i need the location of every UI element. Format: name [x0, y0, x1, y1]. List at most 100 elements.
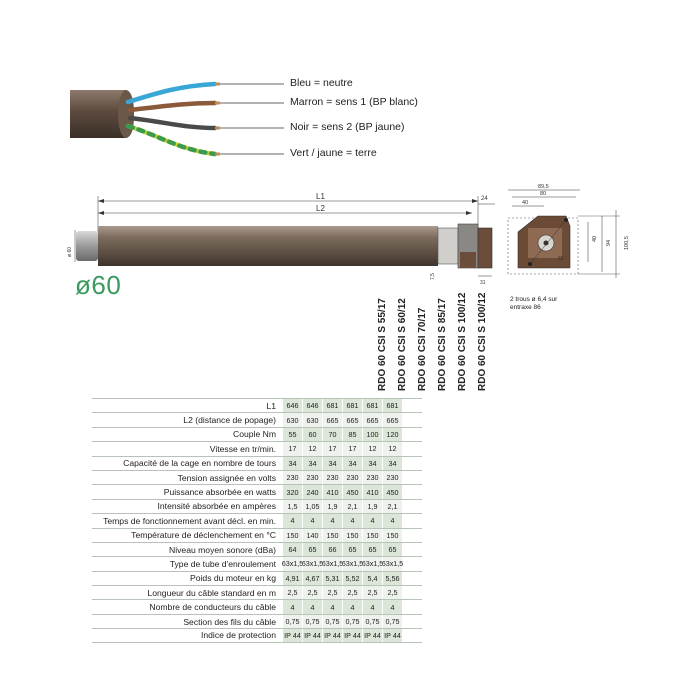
table-cell: 63x1,5	[322, 557, 343, 571]
table-cell: 2,5	[342, 586, 362, 600]
table-cell: 150	[362, 528, 382, 542]
dim-80: 80	[540, 191, 546, 197]
holes-note: 2 trous ø 6,4 sur entraxe 86	[510, 296, 558, 311]
dim-89-5: 89,5	[538, 184, 549, 190]
table-cell: IP 44	[322, 629, 342, 642]
table-cell: 665	[382, 413, 402, 427]
model-header: RDO 60 CSI S 100/12	[477, 292, 488, 391]
table-cell: 34	[302, 456, 322, 470]
table-cell: 70	[322, 427, 342, 442]
row-label: Indice de protection	[200, 630, 276, 641]
table-cell: 4	[302, 600, 322, 614]
table-cell: 12	[382, 442, 402, 456]
table-cell: 410	[322, 485, 342, 499]
table-cell: 85	[342, 427, 362, 442]
row-label: Type de tube d'enroulement	[169, 558, 276, 569]
table-cell: 64	[282, 542, 302, 557]
row-label: Poids du moteur en kg	[190, 573, 276, 584]
table-cell: 17	[282, 442, 302, 456]
table-cell: 4	[362, 514, 382, 528]
table-cell: 2,5	[302, 586, 322, 600]
table-cell: 100	[362, 427, 382, 442]
table-cell: 230	[282, 470, 302, 485]
table-cell: 0,75	[322, 614, 342, 629]
dim-24: 24	[481, 196, 488, 202]
model-header: RDO 60 CSI 70/17	[417, 307, 428, 391]
table-cell: 63x1,5	[302, 557, 323, 571]
table-cell: 1,05	[302, 499, 322, 514]
dim-40-top: 40	[522, 200, 528, 206]
model-header: RDO 60 CSI S 100/12	[457, 292, 468, 391]
dim-L1: L1	[316, 192, 325, 201]
table-cell: IP 44	[342, 629, 362, 642]
row-label: Longueur du câble standard en m	[147, 587, 276, 598]
row-label: L1	[266, 400, 276, 411]
table-cell: 2,5	[382, 586, 402, 600]
table-cell: 55	[282, 427, 302, 442]
table-cell: 450	[342, 485, 362, 499]
row-label: L2 (distance de popage)	[183, 415, 276, 426]
row-label: Section des fils du câble	[183, 616, 276, 627]
table-cell: 665	[362, 413, 382, 427]
table-cell: 0,75	[282, 614, 302, 629]
table-cell: 681	[322, 399, 342, 413]
table-cell: 34	[382, 456, 402, 470]
table-cell: 4	[302, 514, 322, 528]
row-label: Puissance absorbée en watts	[163, 487, 276, 498]
diameter-label: ø60	[75, 270, 122, 300]
wire-label-blue: Bleu = neutre	[290, 77, 353, 89]
table-cell: 4	[382, 514, 402, 528]
table-cell: 17	[322, 442, 342, 456]
table-cell: 665	[322, 413, 342, 427]
model-headers: RDO 60 CSI S 55/17 RDO 60 CSI S 60/12 RD…	[374, 292, 514, 397]
table-cell: 63x1,5	[342, 557, 363, 571]
row-label: Intensité absorbée en ampères	[157, 501, 276, 512]
dim-60-left: ø 60	[67, 247, 73, 257]
table-cell: 5,52	[342, 571, 362, 586]
table-cell: 2,1	[342, 499, 362, 514]
table-cell: 65	[362, 542, 382, 557]
table-cell: 4	[322, 600, 342, 614]
table-cell: 34	[362, 456, 382, 470]
table-cell: 230	[382, 470, 402, 485]
table-cell: 0,75	[382, 614, 402, 629]
table-cell: 17	[342, 442, 362, 456]
table-cell: 5,31	[322, 571, 342, 586]
table-cell: 5,4	[362, 571, 382, 586]
table-cell: 450	[382, 485, 402, 499]
row-label: Vitesse en tr/min.	[209, 443, 276, 454]
table-cell: IP 44	[362, 629, 382, 642]
row-label: Temps de fonctionnement avant décl. en m…	[103, 515, 276, 526]
table-cell: 4	[362, 600, 382, 614]
wire-label-black: Noir = sens 2 (BP jaune)	[290, 121, 405, 133]
row-label: Tension assignée en volts	[177, 472, 276, 483]
table-cell: 4,91	[282, 571, 302, 586]
model-header: RDO 60 CSI S 55/17	[377, 298, 388, 391]
table-cell: 12	[302, 442, 322, 456]
table-cell: 63x1,5	[282, 557, 303, 571]
table-cell: 230	[362, 470, 382, 485]
table-cell: 150	[322, 528, 342, 542]
table-cell: IP 44	[382, 629, 402, 642]
table-cell: 320	[282, 485, 302, 499]
